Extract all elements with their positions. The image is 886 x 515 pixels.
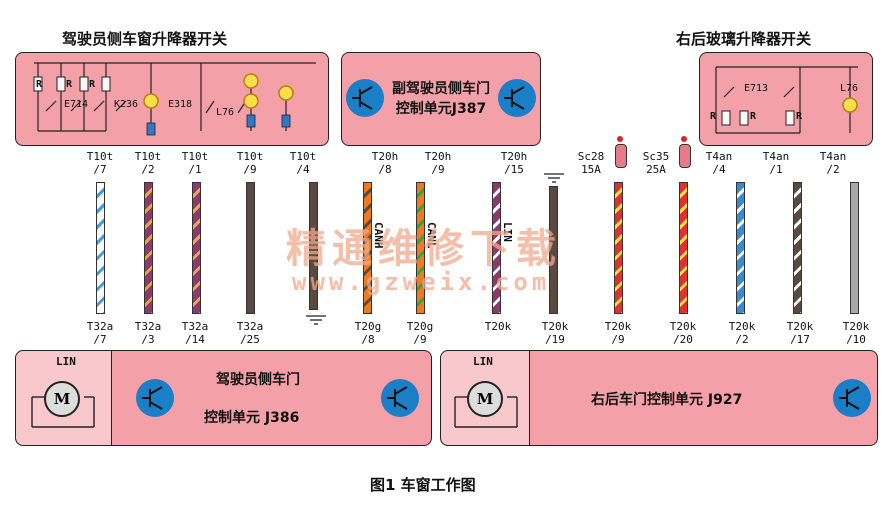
switch-label-e318: E318 — [168, 99, 193, 110]
wire-brown — [246, 182, 255, 314]
wire-red-yellow — [679, 182, 688, 314]
switch-label-e714: E714 — [64, 99, 89, 110]
fuse-icon — [615, 144, 627, 168]
rear-window-switch-box: E713 L76 R R R — [699, 52, 873, 146]
resistor-label-1: R — [36, 79, 43, 90]
lamp-label-l76: L76 — [840, 83, 859, 94]
resistor-label: R — [750, 111, 757, 122]
resistor-label: R — [710, 111, 717, 122]
rear-door-control-unit-box: LIN M 右后车门控制单元 J927 — [440, 350, 878, 446]
wire-brown-ground — [309, 182, 318, 310]
transistor-icon — [833, 379, 871, 417]
wire-white-blue — [96, 182, 105, 314]
lin-label: LIN — [56, 355, 76, 368]
pin-label-top: T4an/4 — [705, 150, 733, 176]
transistor-icon — [136, 379, 174, 417]
watermark-url: www.gzweix.com — [292, 268, 551, 296]
wire-ground-brown — [549, 186, 558, 314]
pin-label-top: T10t/4 — [289, 150, 317, 176]
wire-red-yellow — [614, 182, 623, 314]
watermark-text: 精通维修下载 — [286, 226, 562, 272]
pin-label-top: T20h/8 — [371, 150, 399, 176]
figure-caption: 图1 车窗工作图 — [370, 476, 476, 494]
switch-label-k236: K236 — [114, 99, 139, 110]
passenger-door-control-unit-box: 副驾驶员侧车门控制单元J387 — [341, 52, 541, 146]
pin-label-bottom: T32a/3 — [134, 320, 162, 346]
rear-unit-title: 右后车门控制单元 J927 — [591, 392, 743, 408]
pin-label-top: T4an/1 — [762, 150, 790, 176]
wire-brown-white — [793, 182, 802, 314]
pin-label-bottom: T20k/20 — [669, 320, 697, 346]
wire-grey — [850, 182, 859, 314]
lamp-label-l76: L76 — [216, 107, 235, 118]
wire-label-lin: LIN — [501, 222, 514, 242]
pin-label-bottom: T20k/17 — [786, 320, 814, 346]
pin-label-bottom: T20g/8 — [354, 320, 382, 346]
ground-icon — [306, 315, 326, 325]
motor-icon: M — [44, 381, 80, 417]
resistor-label-3: R — [89, 79, 96, 90]
pin-label-top: T20h/15 — [500, 150, 528, 176]
transistor-icon — [498, 79, 536, 117]
wire-purple-orange — [144, 182, 153, 314]
driver-switch-title: 驾驶员侧车窗升降器开关 — [62, 30, 228, 48]
wire-label-canl: CANL — [425, 222, 438, 249]
rear-switch-title: 右后玻璃升降器开关 — [676, 30, 812, 48]
pin-label-bottom: T20k/10 — [842, 320, 870, 346]
pin-label-top: T20h/9 — [424, 150, 452, 176]
switch-label-e713: E713 — [744, 83, 769, 94]
pin-label-top: T10t/7 — [86, 150, 114, 176]
wire-blue-white — [736, 182, 745, 314]
fuse-dot — [681, 136, 687, 142]
pin-label-bottom: T20k/19 — [541, 320, 569, 346]
pin-label-top: T4an/2 — [819, 150, 847, 176]
driver-unit-title-line2: 控制单元 J386 — [204, 410, 300, 426]
pin-label-top: T10t/1 — [181, 150, 209, 176]
motor-circuit — [31, 396, 95, 428]
pin-label-bottom: T32a/7 — [86, 320, 114, 346]
pin-label-top: T10t/2 — [134, 150, 162, 176]
passenger-unit-title: 副驾驶员侧车门控制单元J387 — [392, 81, 490, 117]
lin-label: LIN — [473, 355, 493, 368]
resistor-label: R — [796, 111, 803, 122]
wire-purple-orange — [192, 182, 201, 314]
pin-label-bottom: T20k — [484, 320, 512, 333]
pin-label-top: T10t/9 — [236, 150, 264, 176]
motor-icon: M — [467, 381, 503, 417]
fuse-icon — [679, 144, 691, 168]
transistor-icon — [346, 79, 384, 117]
fuse-dot — [617, 136, 623, 142]
wire-can-low — [416, 182, 425, 314]
pin-label-bottom: T20k/2 — [728, 320, 756, 346]
pin-label-bottom: T20k/9 — [604, 320, 632, 346]
pin-label-bottom: T20g/9 — [406, 320, 434, 346]
transistor-icon — [381, 379, 419, 417]
wire-can-high — [363, 182, 372, 314]
pin-label-bottom: T32a/14 — [181, 320, 209, 346]
wire-label-canh: CANH — [372, 222, 385, 249]
ground-icon — [544, 173, 564, 183]
driver-window-switch-box: R R R E714 K236 E318 L76 — [15, 52, 329, 146]
pin-label-bottom: T32a/25 — [236, 320, 264, 346]
wire-lin — [492, 182, 501, 314]
driver-switch-circuit — [33, 62, 316, 136]
rear-switch-circuit — [715, 66, 858, 134]
driver-unit-title-line1: 驾驶员侧车门 — [216, 372, 300, 388]
resistor-label-2: R — [66, 79, 73, 90]
driver-door-control-unit-box: LIN M 驾驶员侧车门 控制单元 J386 — [15, 350, 432, 446]
